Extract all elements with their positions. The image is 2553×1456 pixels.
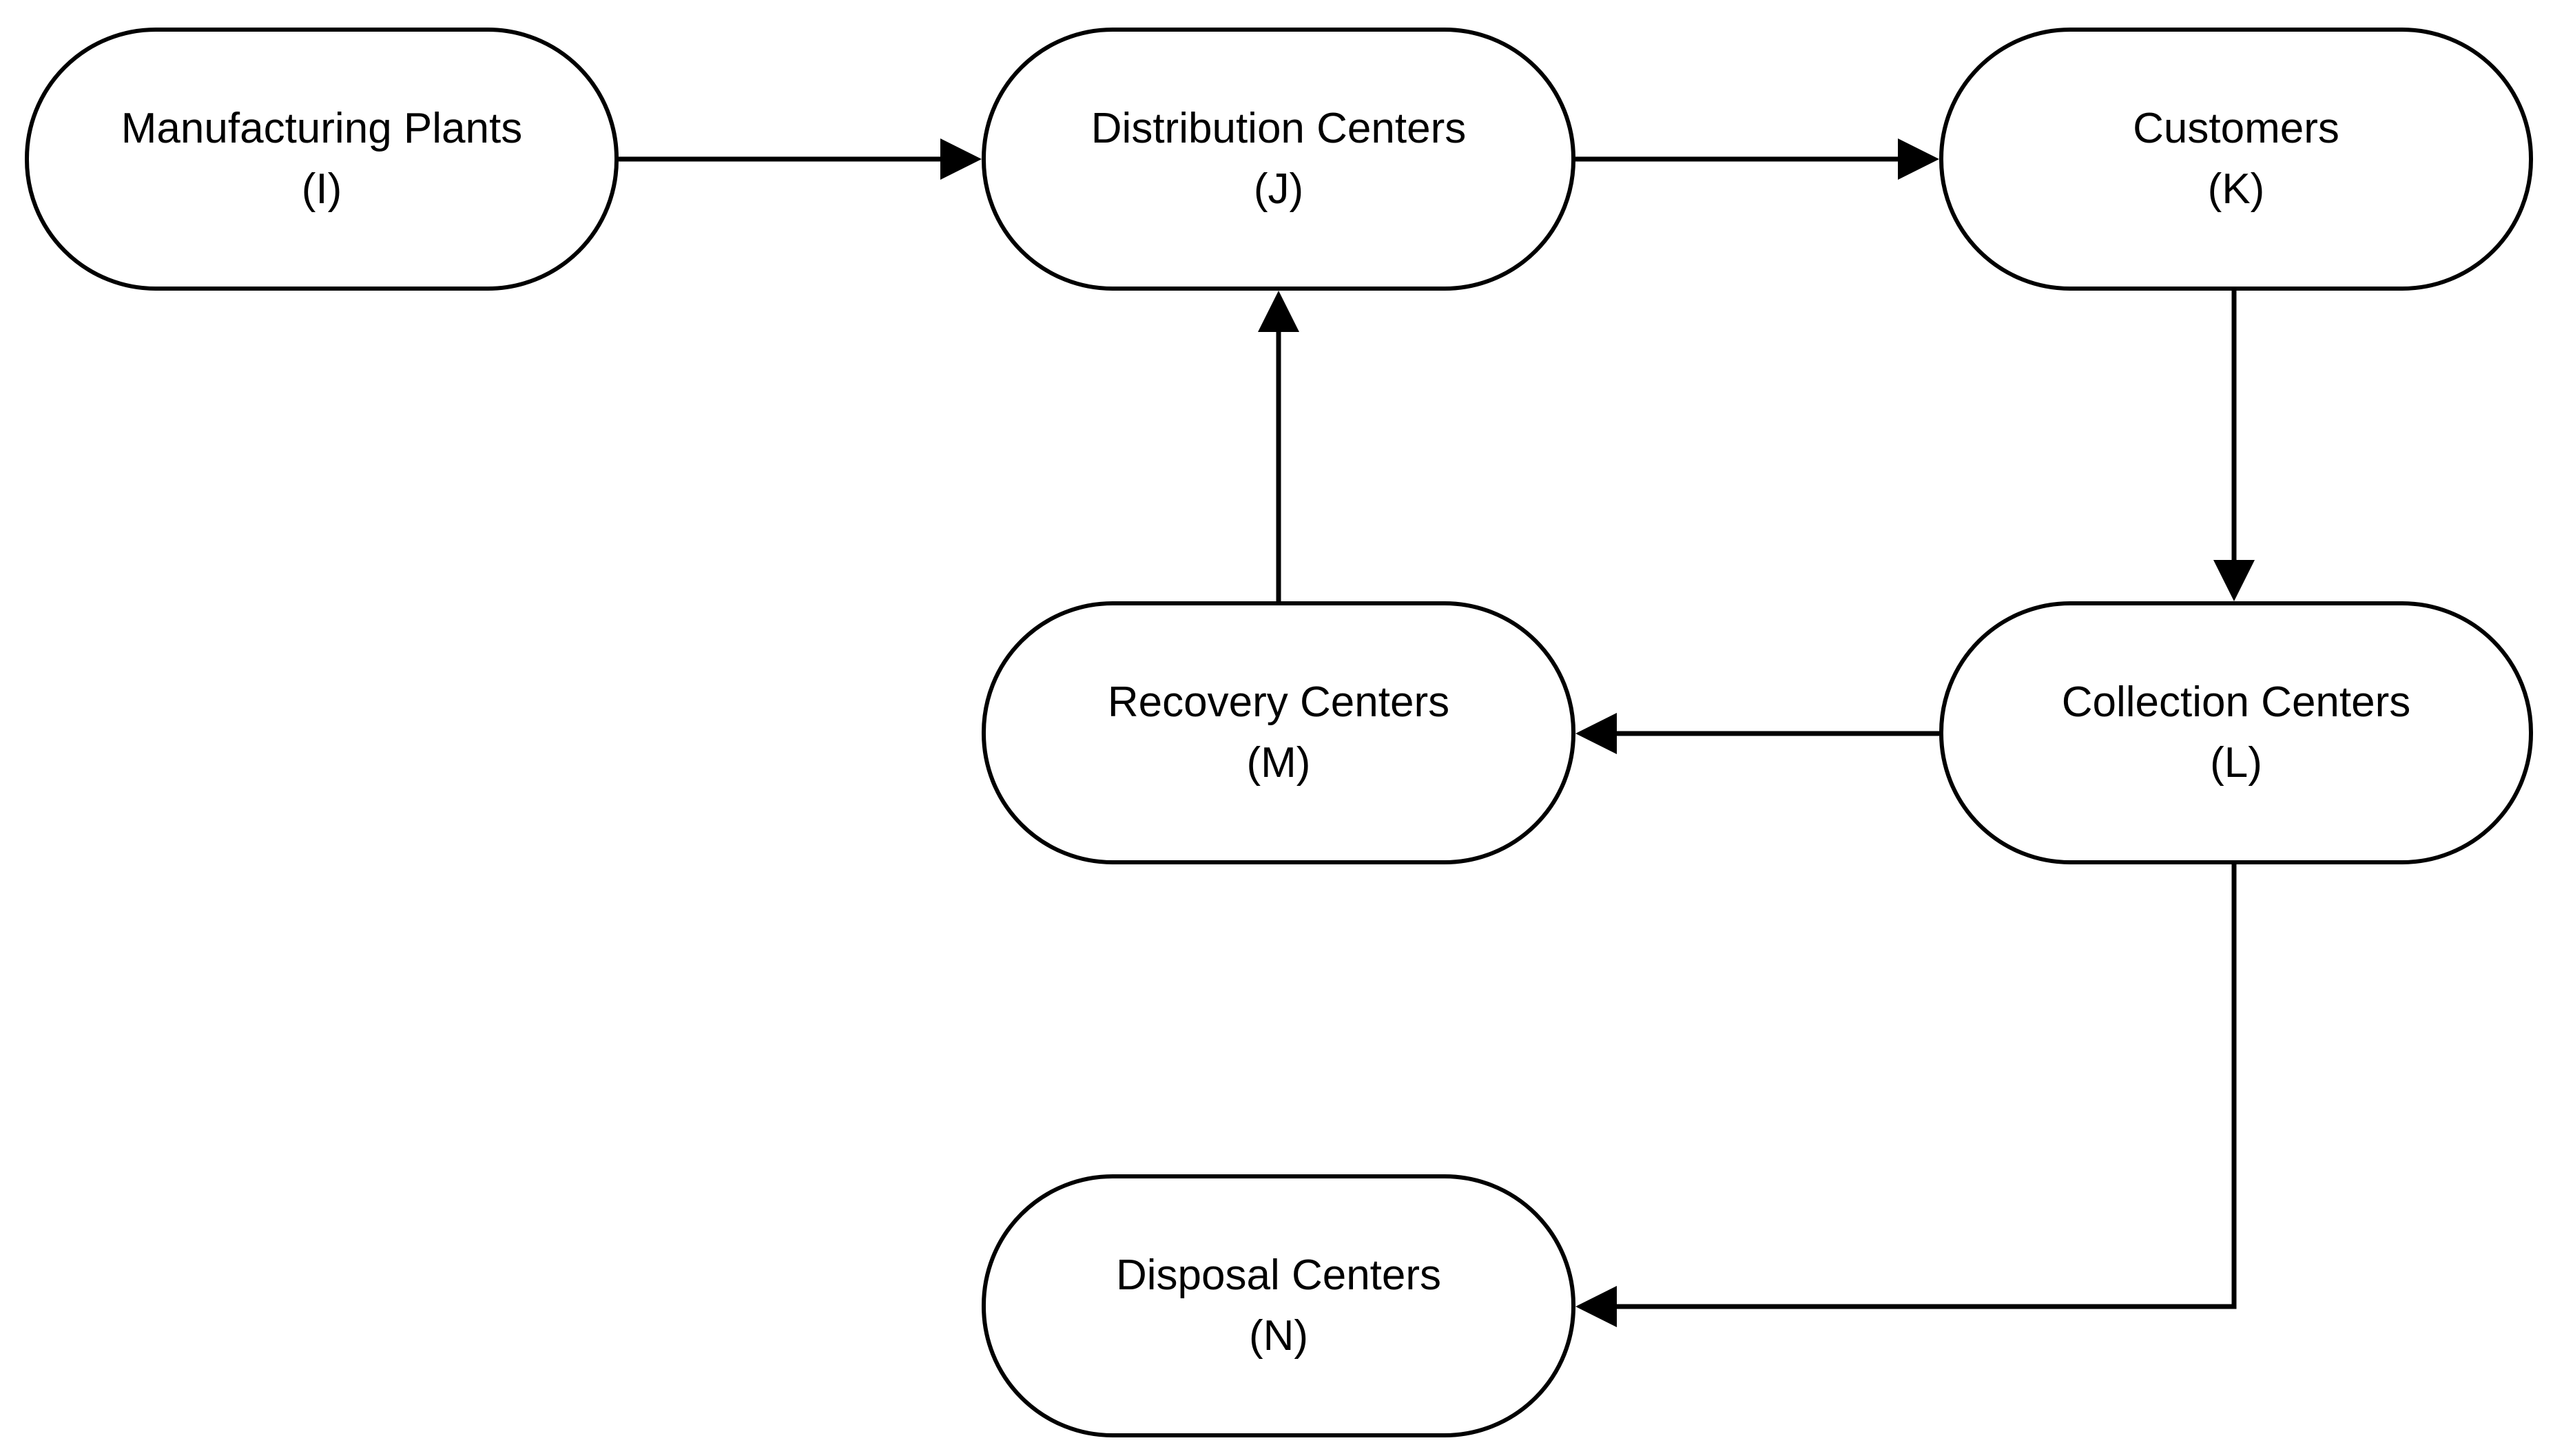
node-label: Customers [2133, 105, 2339, 152]
node-label: Recovery Centers [1107, 678, 1450, 726]
node-customers: Customers (K) [1939, 28, 2533, 291]
arrowhead-icon [1258, 291, 1299, 332]
node-distribution-centers: Distribution Centers (J) [982, 28, 1575, 291]
arrowhead-icon [1575, 1286, 1617, 1327]
node-collection-centers: Collection Centers (L) [1939, 601, 2533, 864]
edge-l-to-m [1575, 713, 1939, 754]
edge-l-to-n [1575, 864, 2237, 1327]
arrowhead-icon [1575, 713, 1617, 754]
node-label: Distribution Centers [1091, 105, 1467, 152]
node-code: (J) [1253, 165, 1304, 213]
edge-i-to-j [619, 138, 982, 180]
edge-j-to-k [1575, 138, 1939, 180]
edge-m-to-j [1258, 291, 1299, 601]
arrowhead-icon [2213, 560, 2255, 601]
node-label: Collection Centers [2061, 678, 2411, 726]
node-code: (K) [2207, 165, 2265, 213]
edge-k-to-l [2213, 288, 2255, 601]
node-recovery-centers: Recovery Centers (M) [982, 601, 1575, 864]
arrowhead-icon [940, 138, 982, 180]
node-code: (M) [1246, 739, 1311, 787]
node-manufacturing-plants: Manufacturing Plants (I) [25, 28, 619, 291]
node-label: Manufacturing Plants [121, 105, 523, 152]
node-code: (N) [1248, 1312, 1309, 1360]
node-disposal-centers: Disposal Centers (N) [982, 1174, 1575, 1437]
node-label: Disposal Centers [1115, 1251, 1442, 1299]
arrowhead-icon [1898, 138, 1939, 180]
node-code: (I) [301, 165, 342, 213]
node-code: (L) [2210, 739, 2262, 787]
